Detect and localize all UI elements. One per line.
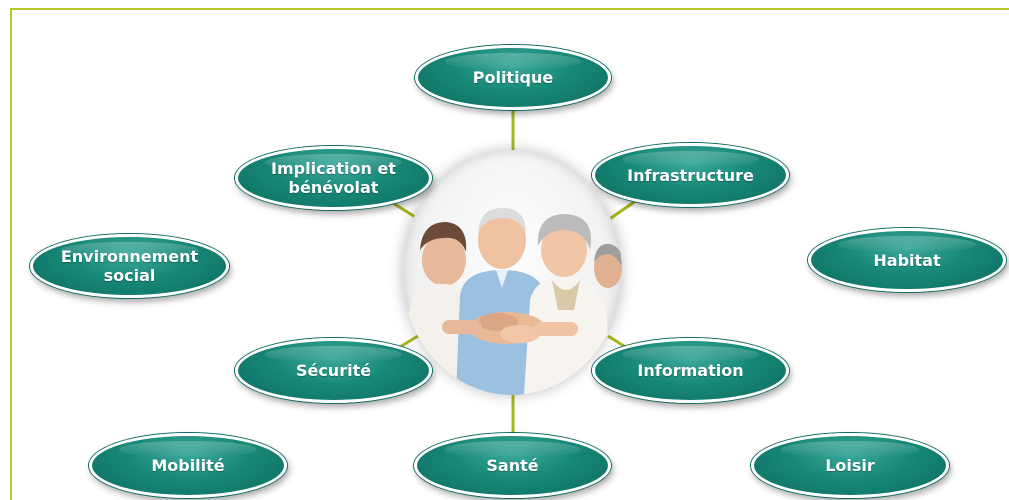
- node-sante-label: Santé: [486, 456, 539, 475]
- node-habitat[interactable]: Habitat: [808, 228, 1006, 292]
- node-habitat-label: Habitat: [873, 250, 941, 270]
- diagram-frame: [10, 8, 1009, 500]
- node-information-label: Information: [637, 361, 744, 380]
- node-information[interactable]: Information: [592, 338, 789, 403]
- node-infrastructure[interactable]: Infrastructure: [592, 143, 789, 207]
- node-infrastructure-label: Infrastructure: [627, 165, 754, 185]
- node-implication-label: Implication et bénévolat: [271, 159, 396, 197]
- node-implication-benevolat[interactable]: Implication et bénévolat: [235, 146, 432, 210]
- node-mobilite[interactable]: Mobilité: [89, 433, 287, 498]
- connector-infrastructure: [607, 196, 641, 222]
- node-loisir[interactable]: Loisir: [751, 433, 949, 498]
- node-politique-label: Politique: [472, 68, 554, 87]
- node-loisir-label: Loisir: [825, 456, 875, 475]
- node-mobilite-label: Mobilité: [151, 456, 225, 475]
- node-environnement-social[interactable]: Environnement social: [30, 234, 229, 298]
- seniors-illustration: [402, 208, 622, 395]
- node-securite-label: Sécurité: [295, 361, 372, 380]
- node-environnement-label: Environnement social: [60, 247, 199, 285]
- node-sante[interactable]: Santé: [414, 433, 611, 498]
- seniors-photo: [402, 150, 622, 395]
- node-politique[interactable]: Politique: [415, 45, 611, 110]
- node-securite[interactable]: Sécurité: [235, 338, 432, 403]
